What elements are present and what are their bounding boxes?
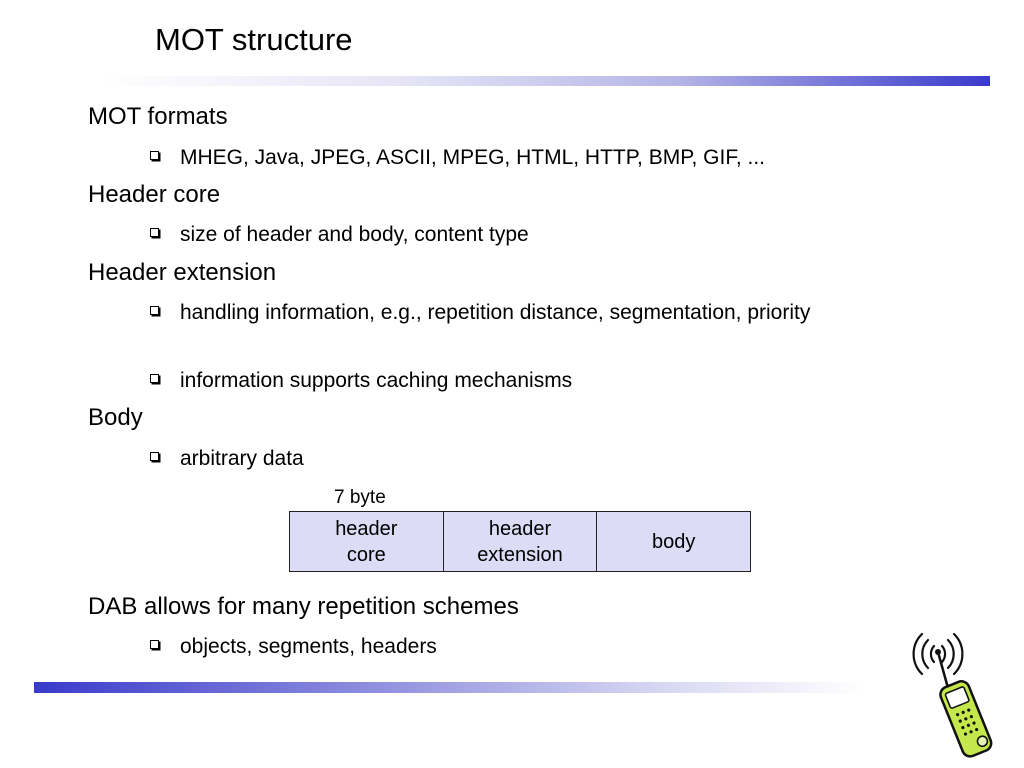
bullet-text: MHEG, Java, JPEG, ASCII, MPEG, HTML, HTT…: [180, 146, 766, 169]
square-bullet-icon: [150, 306, 159, 315]
slide-title: MOT structure: [155, 22, 353, 57]
diagram-cell-header-extension: header extension: [442, 512, 597, 571]
heading-dab-repetition: DAB allows for many repetition schemes: [88, 593, 519, 620]
mobile-phone-icon: [912, 632, 993, 758]
bullet-arbitrary-data: arbitrary data: [150, 443, 890, 474]
heading-header-core: Header core: [88, 181, 221, 208]
title-divider: [100, 76, 990, 86]
heading-body: Body: [88, 404, 143, 431]
bullet-text: information supports caching mechanisms: [180, 369, 573, 392]
diagram-size-label: 7 byte: [334, 487, 386, 508]
heading-mot-formats: MOT formats: [88, 103, 228, 130]
bullet-text: handling information, e.g., repetition d…: [180, 301, 811, 324]
bullet-text: size of header and body, content type: [180, 223, 529, 246]
square-bullet-icon: [150, 640, 159, 649]
bullet-text: objects, segments, headers: [180, 635, 437, 658]
diagram-cell-body: body: [596, 512, 750, 571]
square-bullet-icon: [150, 151, 159, 160]
diagram-cell-header-core: header core: [335, 517, 398, 566]
mot-structure-diagram: header core header extension body: [289, 511, 751, 572]
heading-header-extension: Header extension: [88, 259, 277, 286]
bullet-caching: information supports caching mechanisms: [150, 365, 890, 396]
bullet-repetition-schemes: objects, segments, headers: [150, 631, 890, 662]
footer-divider: [34, 682, 864, 693]
square-bullet-icon: [150, 374, 159, 383]
bullet-header-core: size of header and body, content type: [150, 219, 890, 250]
bullet-text: arbitrary data: [180, 447, 304, 470]
square-bullet-icon: [150, 228, 159, 237]
bullet-mot-formats: MHEG, Java, JPEG, ASCII, MPEG, HTML, HTT…: [150, 142, 890, 173]
square-bullet-icon: [150, 452, 159, 461]
bullet-handling-information: handling information, e.g., repetition d…: [150, 297, 890, 328]
